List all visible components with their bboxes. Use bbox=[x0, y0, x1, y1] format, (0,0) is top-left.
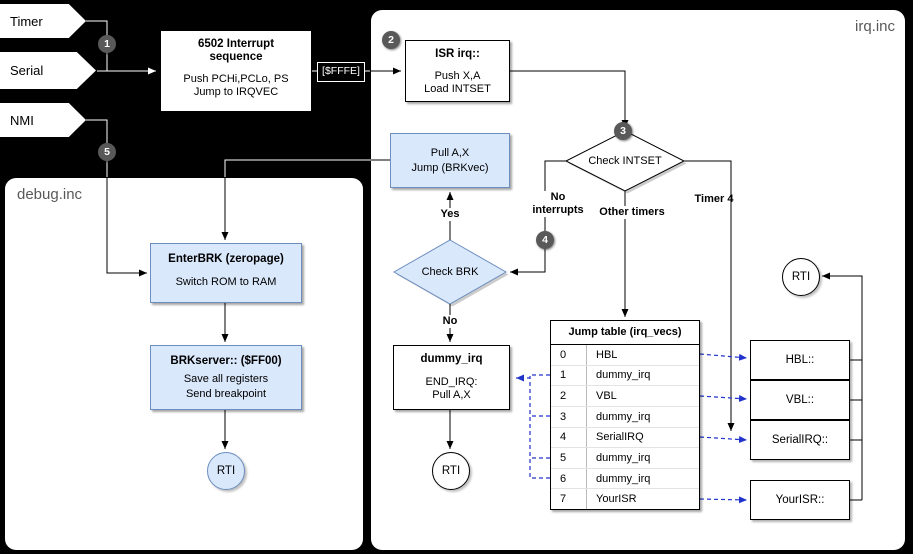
node-dummy-line1: END_IRQ: bbox=[425, 376, 478, 388]
node-brkserver: BRKserver:: ($FF00) Save all registers S… bbox=[150, 345, 302, 410]
row-index: 3 bbox=[551, 406, 587, 427]
table-row: 0 HBL bbox=[551, 345, 699, 366]
node-isr-line2: Load INTSET bbox=[424, 83, 491, 95]
table-row: 3 dummy_irq bbox=[551, 406, 699, 428]
node-6502-title: 6502 Interrupt sequence bbox=[197, 38, 275, 63]
node-pull-line2: Jump (BRKvec) bbox=[411, 161, 489, 174]
table-row: 6 dummy_irq bbox=[551, 468, 699, 490]
edge-label-yes: Yes bbox=[430, 208, 470, 221]
row-index: 7 bbox=[551, 489, 587, 509]
step-badge-5: 5 bbox=[98, 143, 116, 161]
row-target: dummy_irq bbox=[596, 472, 651, 485]
node-brkserver-line1: Save all registers bbox=[183, 373, 269, 385]
table-row: 7 YourISR bbox=[551, 489, 699, 509]
jump-table-rows: 0 HBL 1 dummy_irq 2 VBL 3 dummy_irq 4 SerialI… bbox=[551, 345, 699, 509]
handler-hbl: HBL:: bbox=[750, 340, 850, 380]
table-row: 4 SerialIRQ bbox=[551, 427, 699, 449]
step-badge-3: 3 bbox=[614, 122, 632, 140]
rti-circle-dummy: RTI bbox=[432, 452, 470, 490]
node-brkserver-title: BRKserver:: ($FF00) bbox=[170, 355, 282, 367]
node-enterbrk-title: EnterBRK (zeropage) bbox=[168, 253, 284, 265]
jump-table-title: Jump table (irq_vecs) bbox=[551, 321, 699, 345]
rti-circle-debug: RTI bbox=[207, 452, 245, 490]
node-dummy-irq: dummy_irq END_IRQ: Pull A,X bbox=[393, 345, 510, 410]
row-index: 2 bbox=[551, 386, 587, 406]
table-row: 1 dummy_irq bbox=[551, 365, 699, 387]
row-index: 5 bbox=[551, 448, 587, 468]
edge-label-timer4: Timer 4 bbox=[694, 193, 734, 205]
node-enterbrk-line1: Switch ROM to RAM bbox=[175, 276, 277, 288]
node-pull-brkvec: Pull A,X Jump (BRKvec) bbox=[390, 133, 510, 188]
node-pull-line1: Pull A,X bbox=[430, 146, 470, 159]
edge-brkvec-gap bbox=[224, 159, 371, 177]
row-target: VBL bbox=[596, 390, 617, 403]
flag-serial-label: Serial bbox=[10, 63, 44, 78]
row-target: YourISR bbox=[596, 493, 637, 506]
check-intset-label: Check INTSET bbox=[588, 155, 662, 167]
table-row: 5 dummy_irq bbox=[551, 448, 699, 469]
flag-serial: Serial bbox=[0, 52, 96, 89]
step-badge-1: 1 bbox=[98, 35, 116, 53]
flag-timer: Timer bbox=[0, 4, 86, 38]
flag-nmi-label: NMI bbox=[10, 112, 34, 128]
row-target: dummy_irq bbox=[596, 451, 651, 464]
vector-fffe-tag: [$FFFE] bbox=[317, 62, 365, 82]
panel-title-irq: irq.inc bbox=[855, 18, 896, 35]
row-index: 6 bbox=[551, 468, 587, 489]
step-badge-4: 4 bbox=[536, 231, 554, 249]
node-dummy-line2: Pull A,X bbox=[432, 389, 471, 401]
panel-title-debug: debug.inc bbox=[17, 186, 83, 203]
row-target: SerialIRQ bbox=[596, 431, 644, 444]
edge-label-other-timers: Other timers bbox=[595, 206, 669, 219]
edge-label-no-interrupts: No interrupts bbox=[528, 191, 588, 217]
node-isr-line1: Push X,A bbox=[434, 70, 481, 82]
step-badge-2: 2 bbox=[382, 31, 400, 49]
node-isr-irq: ISR irq:: Push X,A Load INTSET bbox=[405, 40, 510, 102]
row-index: 0 bbox=[551, 345, 587, 365]
handler-yourisr: YourISR:: bbox=[750, 480, 850, 520]
handler-serialirq: SerialIRQ:: bbox=[750, 420, 850, 460]
row-target: dummy_irq bbox=[596, 369, 651, 382]
row-index: 4 bbox=[551, 427, 587, 448]
node-isr-title: ISR irq:: bbox=[435, 48, 480, 60]
node-enterbrk: EnterBRK (zeropage) Switch ROM to RAM bbox=[150, 243, 302, 303]
table-row: 2 VBL bbox=[551, 386, 699, 407]
row-target: HBL bbox=[596, 348, 618, 361]
node-dummy-title: dummy_irq bbox=[420, 353, 483, 365]
node-6502-sequence: 6502 Interrupt sequence Push PCHi,PCLo, … bbox=[160, 30, 312, 112]
flag-timer-label: Timer bbox=[10, 13, 43, 29]
row-index: 1 bbox=[551, 365, 587, 386]
node-6502-line2: Jump to IRQVEC bbox=[193, 86, 279, 98]
row-target: dummy_irq bbox=[596, 410, 651, 423]
node-6502-line1: Push PCHi,PCLo, PS bbox=[183, 73, 289, 85]
check-brk-label: Check BRK bbox=[421, 266, 479, 278]
node-brkserver-line2: Send breakpoint bbox=[185, 388, 267, 400]
edge-label-no: No bbox=[432, 315, 468, 328]
handler-vbl: VBL:: bbox=[750, 380, 850, 420]
rti-circle-handlers: RTI bbox=[782, 258, 820, 296]
flag-nmi: NMI bbox=[0, 103, 86, 137]
